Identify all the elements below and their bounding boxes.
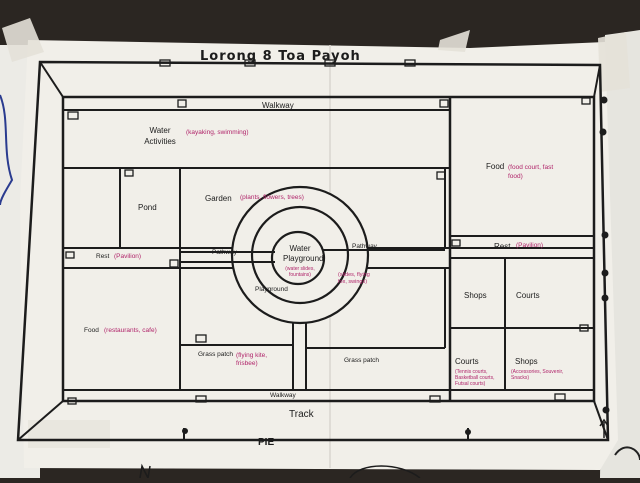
water-playground-label: Water Playground xyxy=(283,244,324,263)
food-right-note: (food court, fast food) xyxy=(508,164,554,180)
rest-right-note: (Pavilion) xyxy=(516,242,544,249)
water-playground-note: (water slides, fountains) xyxy=(285,266,315,278)
tape-top-middle xyxy=(438,30,470,52)
grass-patch-right-label: Grass patch xyxy=(344,357,380,364)
bottom-tick-marks xyxy=(183,428,469,440)
rest-left-label: Rest xyxy=(96,253,110,260)
pathway-left-label: Pathway xyxy=(212,249,237,256)
pathway-right-label: Pathway xyxy=(352,243,377,250)
water-playground-circle xyxy=(270,230,326,286)
water-activities-label: Water Activities xyxy=(144,126,176,146)
left-sheet-scribble xyxy=(0,94,14,206)
shops-lower-label: Shops xyxy=(515,357,538,366)
water-activities-note: (kayaking, swimming) xyxy=(186,129,249,136)
garden-label: Garden xyxy=(205,194,232,203)
shops-lower-note: (Accessories, Souvenir, Snacks) xyxy=(511,369,564,381)
grass-patch-left-note: (flying kite, frisbee) xyxy=(236,352,268,367)
north-arrow-icon xyxy=(599,418,609,438)
courts-lower-note: (Tennis courts, Basketball courts, Futsa… xyxy=(455,369,495,387)
n-scribble xyxy=(139,463,151,481)
playground-label: Playground xyxy=(255,286,288,293)
walkway-top-label: Walkway xyxy=(262,101,294,110)
pond-label: Pond xyxy=(138,203,157,212)
small-markers xyxy=(65,59,591,405)
slides-note: (slides, flying fox, swings) xyxy=(338,272,370,285)
shops-upper-label: Shops xyxy=(464,291,487,300)
gate-dots xyxy=(182,96,610,435)
courts-upper-label: Courts xyxy=(516,291,540,300)
rest-left-note: (Pavilion) xyxy=(114,253,142,260)
track-label: Track xyxy=(289,409,314,420)
walkway-bottom-label: Walkway xyxy=(270,392,296,399)
food-left-label: Food xyxy=(84,327,99,334)
food-left-note: (restaurants, cafe) xyxy=(104,327,157,334)
tape-top-right xyxy=(598,32,630,92)
tape-bottom-left xyxy=(28,420,110,448)
rest-right-label: Rest xyxy=(494,242,511,251)
tape-top-left xyxy=(2,18,44,62)
garden-note: (plants, flowers, trees) xyxy=(240,194,304,201)
grass-patch-left-label: Grass patch xyxy=(198,351,234,358)
food-right-label: Food xyxy=(486,162,505,171)
bottom-curve-scribble xyxy=(349,465,421,479)
corner-lines xyxy=(17,61,609,441)
courts-lower-label: Courts xyxy=(455,357,479,366)
pie-label: PIE xyxy=(258,437,275,448)
map-title: Lorong 8 Toa Payoh xyxy=(200,49,361,64)
